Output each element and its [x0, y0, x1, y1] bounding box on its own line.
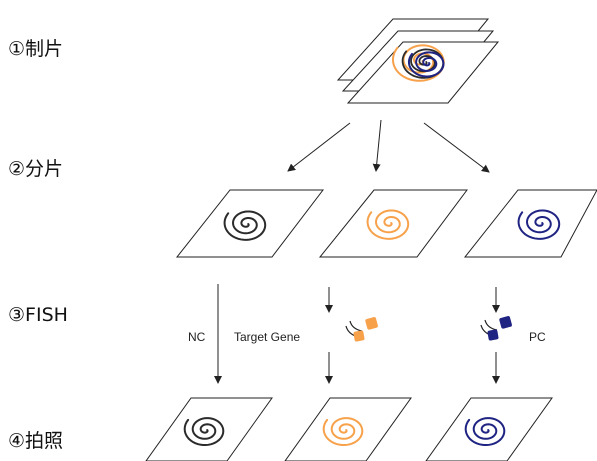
step-label-prepare: ①制片 — [8, 38, 64, 60]
arrow-split-middle — [372, 119, 382, 172]
spiral-icon-result-nc — [183, 417, 225, 447]
probe-icon-pc — [480, 316, 512, 341]
group-label-target-gene: Target Gene — [234, 330, 301, 344]
stacked-spirals — [391, 44, 445, 82]
step-label-split: ②分片 — [8, 158, 64, 180]
spiral-icon-nc — [223, 210, 267, 241]
stacked-slides — [336, 18, 500, 104]
spiral-icon-result-pc — [464, 417, 506, 447]
probe-icon-target-gene — [345, 317, 378, 342]
spiral-icon-stack-navy — [407, 51, 445, 78]
slide-nc — [175, 189, 325, 258]
step-label-fish: ③FISH — [8, 304, 68, 326]
arrow-split-left — [287, 122, 351, 172]
slide-pc — [463, 189, 597, 258]
arrow-split-right — [423, 122, 490, 173]
result-slide-target-gene — [284, 397, 412, 461]
step-label-imaging: ④拍照 — [8, 430, 64, 452]
result-slide-pc — [425, 397, 553, 461]
group-label-nc: NC — [188, 330, 206, 344]
group-label-pc: PC — [529, 330, 546, 344]
result-slide-nc — [145, 397, 273, 461]
spiral-icon-pc — [517, 209, 561, 240]
spiral-icon-result-target-gene — [322, 417, 364, 447]
spiral-icon-target-gene — [366, 209, 410, 240]
slide-target-gene — [318, 189, 468, 258]
